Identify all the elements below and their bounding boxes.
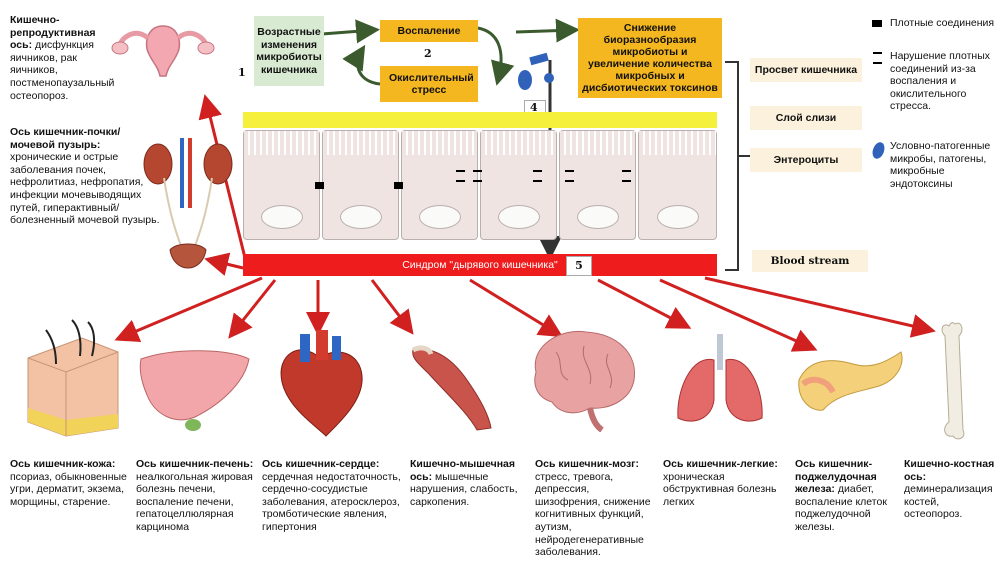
blood-stream-label: Blood stream: [770, 255, 850, 267]
broken-junction-icon: [456, 180, 465, 182]
broken-junction-icon: [473, 180, 482, 182]
kidneys-icon: [143, 138, 233, 269]
age-changes-label: Возрастные изменения микробиоты кишечник…: [256, 26, 322, 76]
repro-axis-text: Кишечно-репродуктивная ось: дисфункция я…: [10, 14, 114, 102]
muscle-axis-text: Кишечно-мышечная ось: мышечные нарушения…: [410, 458, 522, 508]
skin-axis-desc: псориаз, обыкновенные угри, дерматит, эк…: [10, 470, 127, 508]
lungs-axis-desc: хроническая обструктивная болезнь легких: [663, 470, 777, 508]
leaky-gut-bar: Синдром "дырявого кишечника": [243, 254, 717, 276]
legend-microbe-text: Условно-патогенные микробы, патогены, ми…: [890, 140, 991, 190]
legend-broken-icon: [873, 52, 882, 54]
lumen-label-box: Просвет кишечника: [750, 58, 862, 82]
red-arrows: [114, 94, 936, 352]
pancreas-axis-title: Ось кишечник-поджелудочная железа:: [795, 458, 877, 496]
pancreas-axis-desc: диабет, воспаление клеток поджелудочной …: [795, 483, 887, 533]
layers-bracket: [725, 61, 739, 271]
legend-tight-text: Плотные соединения: [890, 17, 995, 29]
microbe-oval-icon: [518, 70, 532, 90]
liver-axis-text: Ось кишечник-печень: неалкогольная жиров…: [136, 458, 258, 534]
broken-junction-icon: [533, 170, 542, 172]
enterocyte-cell: [322, 130, 399, 240]
oxidative-stress-box: Окислительный стресс: [380, 66, 478, 102]
leaky-gut-label: Синдром "дырявого кишечника": [402, 259, 558, 271]
age-changes-box: Возрастные изменения микробиоты кишечник…: [254, 16, 324, 86]
step-number-2: 2: [424, 47, 432, 60]
broken-junction-icon: [456, 170, 465, 172]
blood-label-box: Blood stream: [752, 250, 868, 272]
legend-broken-text: Нарушение плотных соединений из-за воспа…: [890, 50, 991, 113]
kidney-axis-desc: хронические и острые заболевания почек, …: [10, 151, 160, 227]
legend-tight-icon: [872, 20, 882, 27]
heart-icon: [280, 330, 363, 437]
skin-axis-title: Ось кишечник-кожа:: [10, 458, 116, 470]
muscle-axis-title: Кишечно-мышечная ось:: [410, 458, 516, 483]
mucus-layer: [243, 112, 717, 128]
brain-axis-title: Ось кишечник-мозг:: [535, 458, 640, 470]
bone-axis-desc: деминерализация костей, остеопороз.: [904, 483, 993, 521]
tight-junction-icon: [315, 182, 324, 189]
lungs-axis-title: Ось кишечник-легкие:: [663, 458, 778, 470]
broken-junction-icon: [473, 170, 482, 172]
bone-axis-title: Кишечно-костная ось:: [904, 458, 995, 483]
step-number-4: 4: [530, 101, 538, 114]
oxidative-stress-label: Окислительный стресс: [389, 72, 474, 96]
broken-junction-icon: [622, 170, 631, 172]
heart-axis-text: Ось кишечник-сердце: сердечная недостато…: [262, 458, 402, 534]
kidney-axis-title: Ось кишечник-почки/мочевой пузырь:: [10, 126, 121, 151]
enterocytes-row: [243, 130, 717, 240]
heart-axis-title: Ось кишечник-сердце:: [262, 458, 380, 470]
enterocyte-cell: [401, 130, 478, 240]
repro-axis-title: Кишечно-репродуктивная ось:: [10, 14, 96, 52]
pancreas-icon: [798, 351, 903, 411]
broken-junction-icon: [533, 180, 542, 182]
pancreas-axis-text: Ось кишечник-поджелудочная железа: диабе…: [795, 458, 899, 534]
broken-junction-icon: [622, 180, 631, 182]
muscle-icon: [411, 345, 492, 431]
kidney-axis-text: Ось кишечник-почки/мочевой пузырь: хрони…: [10, 126, 162, 227]
step-number-5: 5: [566, 256, 592, 276]
brain-axis-text: Ось кишечник-мозг: стресс, тревога, депр…: [535, 458, 655, 559]
muscle-axis-desc: мышечные нарушения, слабость, саркопения…: [410, 470, 518, 508]
legend-broken-icon: [873, 62, 882, 64]
brain-axis-desc: стресс, тревога, депрессия, шизофрения, …: [535, 470, 651, 559]
lungs-axis-text: Ось кишечник-легкие: хроническая обструк…: [663, 458, 789, 508]
lumen-label: Просвет кишечника: [754, 64, 858, 76]
skin-axis-text: Ось кишечник-кожа: псориаз, обыкновенные…: [10, 458, 130, 508]
enterocytes-label-box: Энтероциты: [750, 148, 862, 172]
enterocyte-cell: [480, 130, 557, 240]
lungs-icon: [677, 334, 763, 422]
inflammation-box: Воспаление: [380, 20, 478, 42]
mucus-label: Слой слизи: [775, 112, 837, 124]
heart-axis-desc: сердечная недостаточность, сердечно-сосу…: [262, 470, 401, 533]
enterocyte-cell: [638, 130, 717, 240]
inflammation-label: Воспаление: [397, 25, 461, 37]
broken-junction-icon: [565, 170, 574, 172]
bone-axis-text: Кишечно-костная ось: деминерализация кос…: [904, 458, 998, 521]
enterocytes-label: Энтероциты: [773, 154, 839, 166]
skin-icon: [27, 319, 119, 437]
step-number-1: 1: [238, 66, 246, 79]
liver-axis-desc: неалкогольная жировая болезнь печени, во…: [136, 470, 253, 533]
enterocyte-cell: [559, 130, 636, 240]
liver-axis-title: Ось кишечник-печень:: [136, 458, 254, 470]
brain-icon: [534, 330, 635, 432]
green-arrows: [321, 18, 580, 86]
tight-junction-icon: [394, 182, 403, 189]
broken-junction-icon: [565, 180, 574, 182]
liver-icon: [139, 350, 250, 431]
microbe-round-icon: [544, 73, 554, 83]
enterocyte-cell: [243, 130, 320, 240]
mucus-label-box: Слой слизи: [750, 106, 862, 130]
repro-axis-desc: дисфункция яичников, рак яичников, постм…: [10, 39, 115, 102]
diversity-box: Снижение биоразнообразия микробиоты и ув…: [578, 18, 722, 98]
uterus-icon: [111, 25, 215, 77]
bone-icon: [941, 322, 965, 440]
diversity-label: Снижение биоразнообразия микробиоты и ув…: [582, 22, 718, 94]
